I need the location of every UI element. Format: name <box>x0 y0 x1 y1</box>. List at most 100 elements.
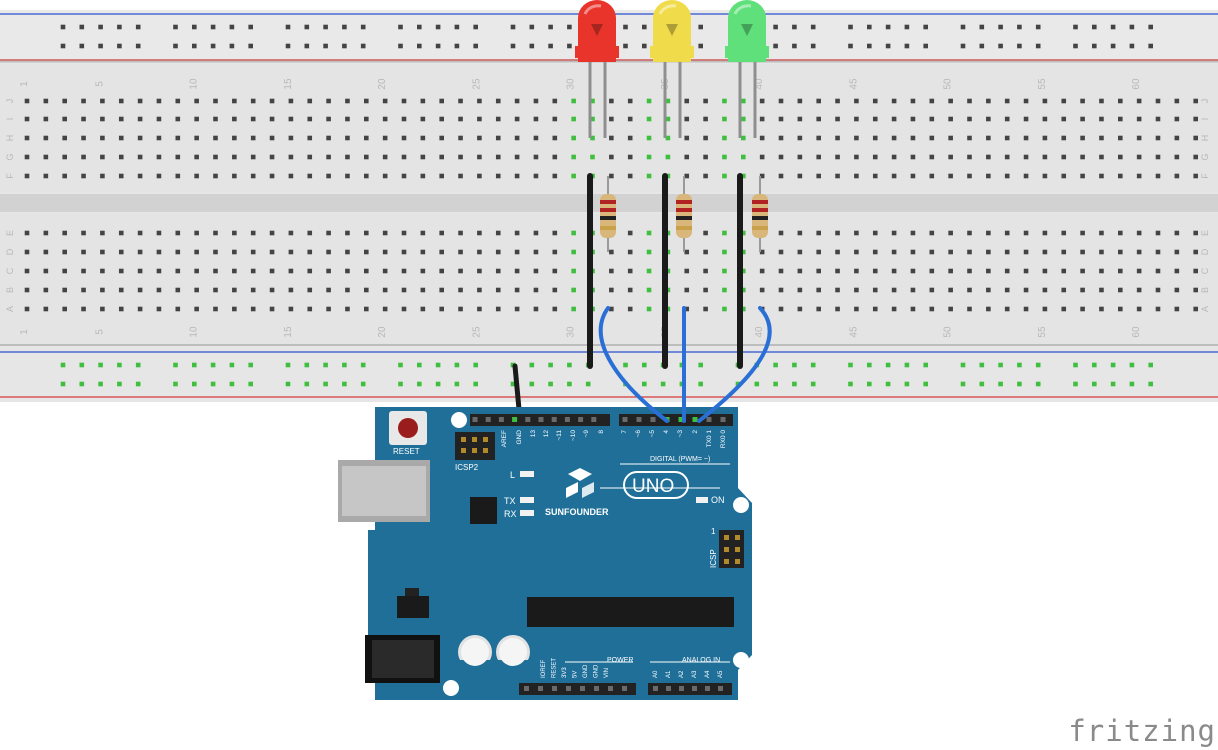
breadboard-hole <box>684 287 690 293</box>
breadboard-hole <box>609 116 614 122</box>
breadboard-hole <box>627 154 633 160</box>
breadboard-hole <box>401 268 407 274</box>
breadboard-hole <box>986 135 991 141</box>
breadboard-hole <box>759 287 765 293</box>
breadboard-hole <box>967 116 972 122</box>
breadboard-hole <box>62 268 67 274</box>
rail-hole <box>1148 362 1153 368</box>
header-pin <box>720 417 726 422</box>
breadboard-hole <box>910 135 916 141</box>
breadboard-hole <box>307 173 313 179</box>
breadboard-hole <box>797 173 803 179</box>
breadboard-hole <box>533 268 539 274</box>
breadboard-hole <box>439 287 444 293</box>
breadboard-hole <box>194 249 199 255</box>
breadboard-hole <box>571 230 576 236</box>
breadboard-hole <box>778 268 784 274</box>
column-number: 5 <box>94 329 105 335</box>
rail-hole <box>304 362 310 368</box>
breadboard-hole <box>345 268 350 274</box>
breadboard-hole <box>232 306 237 312</box>
breadboard-hole <box>872 135 878 141</box>
rail-hole <box>323 362 328 368</box>
rail-hole <box>435 381 441 387</box>
rail-hole <box>904 24 910 30</box>
breadboard-hole <box>778 306 784 312</box>
breadboard-hole <box>326 116 331 122</box>
rail-hole <box>1110 43 1116 49</box>
breadboard-hole <box>213 249 218 255</box>
breadboard-hole <box>1080 98 1085 104</box>
breadboard-hole <box>1155 116 1161 122</box>
breadboard-hole <box>458 116 463 122</box>
rail-hole <box>979 24 985 30</box>
row-letter: B <box>1200 287 1210 293</box>
header-pin <box>678 417 684 422</box>
breadboard-hole <box>382 116 388 122</box>
breadboard-hole <box>288 268 294 274</box>
pin-label: A1 <box>666 670 672 678</box>
row-letter: H <box>1200 135 1210 142</box>
breadboard-hole <box>43 230 49 236</box>
rail-hole <box>679 362 685 368</box>
breadboard-hole <box>722 287 727 293</box>
rail-hole <box>229 381 235 387</box>
rail-hole <box>229 24 235 30</box>
breadboard-hole <box>1193 173 1198 179</box>
breadboard-hole <box>1004 154 1010 160</box>
breadboard-hole <box>646 154 652 160</box>
breadboard-hole <box>571 135 576 141</box>
breadboard-hole <box>269 268 275 274</box>
breadboard-hole <box>81 116 86 122</box>
breadboard-hole <box>100 135 105 141</box>
breadboard-hole <box>646 98 652 104</box>
breadboard-hole <box>288 249 294 255</box>
breadboard-hole <box>533 173 539 179</box>
breadboard-hole <box>232 287 237 293</box>
header-pin <box>564 417 570 422</box>
rail-hole <box>642 43 647 49</box>
rail-hole <box>567 43 572 49</box>
breadboard-hole <box>495 135 501 141</box>
breadboard-hole <box>118 249 124 255</box>
column-number: 10 <box>189 326 200 338</box>
row-letter: A <box>5 306 15 312</box>
uno-badge <box>623 471 689 499</box>
breadboard-hole <box>156 268 162 274</box>
breadboard-hole <box>175 230 181 236</box>
rail-hole <box>323 43 328 49</box>
header-pin <box>650 417 656 422</box>
header-pin <box>472 417 478 422</box>
breadboard-hole <box>137 173 143 179</box>
pin-label: 5V <box>573 671 579 678</box>
breadboard-hole <box>401 98 407 104</box>
rail-hole <box>848 24 853 30</box>
rail-hole <box>904 362 910 368</box>
rail-hole <box>792 362 797 368</box>
rail-hole <box>60 24 66 30</box>
breadboard-hole <box>175 98 181 104</box>
header-pin <box>653 686 658 691</box>
led-tx-label: TX <box>504 496 516 506</box>
breadboard-hole <box>81 249 86 255</box>
breadboard-hole <box>118 306 124 312</box>
rail-hole <box>923 43 928 49</box>
breadboard-hole <box>175 268 181 274</box>
rail-hole <box>473 43 478 49</box>
breadboard-hole <box>495 287 501 293</box>
breadboard-hole <box>1118 230 1123 236</box>
breadboard-hole <box>137 268 143 274</box>
breadboard-hole <box>854 154 859 160</box>
breadboard-hole <box>495 249 501 255</box>
column-number: 40 <box>754 326 765 338</box>
breadboard-hole <box>288 116 294 122</box>
breadboard-hole <box>514 249 520 255</box>
breadboard-hole <box>552 116 558 122</box>
rail-hole <box>192 24 197 30</box>
header-pin <box>538 686 543 691</box>
breadboard-hole <box>797 230 803 236</box>
column-number: 60 <box>1131 78 1142 90</box>
breadboard-hole <box>797 154 803 160</box>
rail-hole <box>135 24 141 30</box>
